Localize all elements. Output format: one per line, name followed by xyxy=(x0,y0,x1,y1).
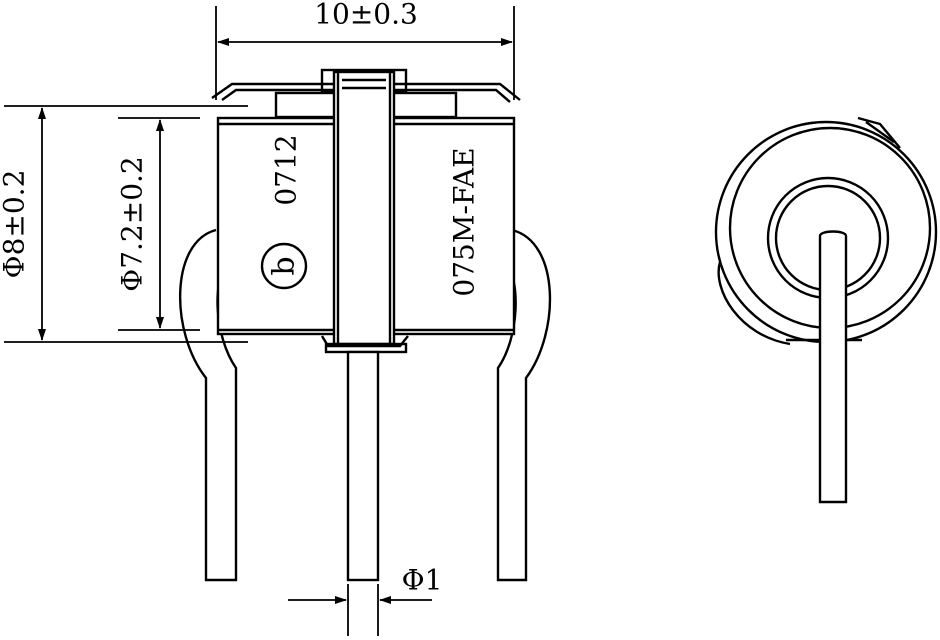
right-side-lead xyxy=(496,228,552,582)
logo-letter: b xyxy=(267,256,302,275)
center-lead xyxy=(346,350,380,582)
dimension-lead-diameter: Φ1 xyxy=(288,564,443,636)
front-view: b 0712 075M-FAE xyxy=(179,68,552,582)
dimension-inner-diameter: Φ7.2±0.2 xyxy=(116,117,200,331)
date-code: 0712 xyxy=(270,134,303,205)
dimension-outer-diameter: Φ8±0.2 xyxy=(0,105,248,343)
manufacturer-logo: b xyxy=(260,242,308,290)
side-view-lead xyxy=(818,230,848,504)
dimension-width: 10±0.3 xyxy=(215,0,515,100)
width-label: 10±0.3 xyxy=(314,0,418,31)
outer-diameter-label: Φ8±0.2 xyxy=(0,170,31,279)
inner-diameter-label: Φ7.2±0.2 xyxy=(116,156,149,291)
side-view xyxy=(714,116,938,504)
part-number: 075M-FAE xyxy=(448,147,481,296)
center-electrode xyxy=(320,70,409,354)
lead-diameter-label: Φ1 xyxy=(402,564,443,597)
